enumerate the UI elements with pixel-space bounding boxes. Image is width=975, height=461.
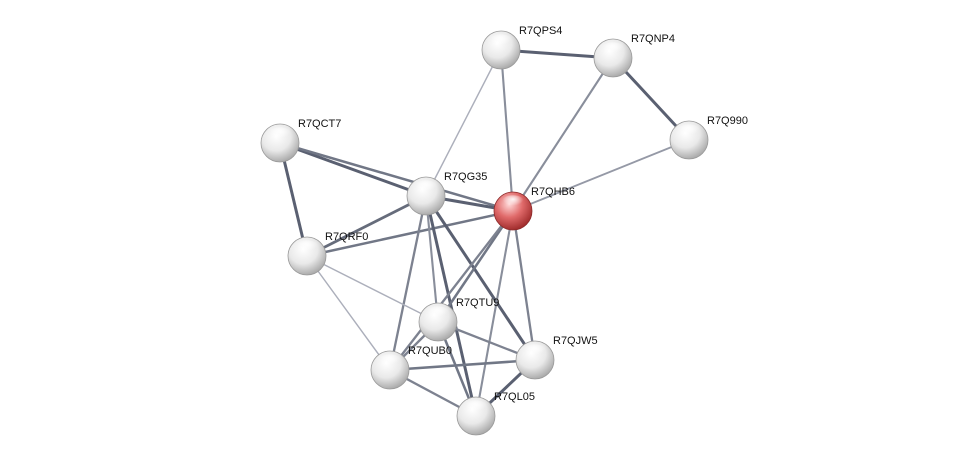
edge-r7qhb6-r7qtu9[interactable] <box>436 209 515 324</box>
node-r7qnp4[interactable]: R7QNP4 <box>593 33 675 78</box>
edge-r7qhb6-r7ql05[interactable] <box>474 209 515 418</box>
node-gloss-highlight <box>489 34 513 49</box>
node-r7ql05[interactable]: R7QL05 <box>456 391 535 436</box>
node-r7qct7[interactable]: R7QCT7 <box>260 118 341 163</box>
node-r7qtu9[interactable]: R7QTU9 <box>418 297 499 342</box>
node-label: R7QUB0 <box>408 345 452 357</box>
node-gloss-highlight <box>601 42 625 57</box>
edge-r7q990-r7qhb6[interactable] <box>512 139 690 212</box>
edge-r7qct7-r7qg35[interactable] <box>278 141 428 198</box>
node-gloss-highlight <box>501 195 525 210</box>
node-label: R7QJW5 <box>553 335 598 347</box>
edge-r7qrf0-r7qub0[interactable] <box>306 255 391 371</box>
node-r7qg35[interactable]: R7QG35 <box>406 171 487 216</box>
edge-r7qjw5-r7qub0[interactable] <box>388 358 537 372</box>
node-gloss-highlight <box>464 400 488 415</box>
edge-r7qrf0-r7qhb6[interactable] <box>305 209 515 258</box>
node-r7qhb6[interactable]: R7QHB6 <box>493 186 575 231</box>
node-label: R7QG35 <box>444 171 487 183</box>
edge-r7qhb6-r7qjw5[interactable] <box>511 209 537 362</box>
node-gloss-highlight <box>426 306 450 321</box>
edge-r7qg35-r7qjw5[interactable] <box>424 194 537 362</box>
node-label: R7QNP4 <box>631 33 675 45</box>
node-r7qrf0[interactable]: R7QRF0 <box>287 231 368 276</box>
node-r7qps4[interactable]: R7QPS4 <box>481 25 562 70</box>
node-label: R7QRF0 <box>325 231 368 243</box>
edge-r7qg35-r7qub0[interactable] <box>388 194 428 372</box>
node-gloss-highlight <box>378 354 402 369</box>
edge-r7qnp4-r7qhb6[interactable] <box>511 56 615 213</box>
edge-r7qg35-r7ql05[interactable] <box>424 194 478 418</box>
node-gloss-highlight <box>268 127 292 142</box>
node-gloss-highlight <box>677 124 701 139</box>
edge-r7qps4-r7qhb6[interactable] <box>499 48 515 213</box>
node-label: R7QTU9 <box>456 297 499 309</box>
edge-r7qhb6-r7qub0[interactable] <box>388 209 515 372</box>
node-label: R7QHB6 <box>531 186 575 198</box>
node-gloss-highlight <box>295 240 319 255</box>
node-label: R7QL05 <box>494 391 535 403</box>
node-r7qub0[interactable]: R7QUB0 <box>370 345 452 390</box>
node-gloss-highlight <box>414 180 438 195</box>
edge-r7qps4-r7qg35[interactable] <box>425 49 502 197</box>
edge-r7qg35-r7qtu9[interactable] <box>424 194 440 324</box>
node-r7qjw5[interactable]: R7QJW5 <box>515 335 598 380</box>
node-gloss-highlight <box>523 344 547 359</box>
node-label: R7QPS4 <box>519 25 562 37</box>
node-r7q990[interactable]: R7Q990 <box>669 115 748 160</box>
node-label: R7Q990 <box>707 115 748 127</box>
edge-r7qg35-r7qrf0[interactable] <box>305 194 428 258</box>
edge-r7qrf0-r7qtu9[interactable] <box>306 255 439 323</box>
node-label: R7QCT7 <box>298 118 341 130</box>
edge-r7qct7-r7qhb6[interactable] <box>278 141 515 213</box>
